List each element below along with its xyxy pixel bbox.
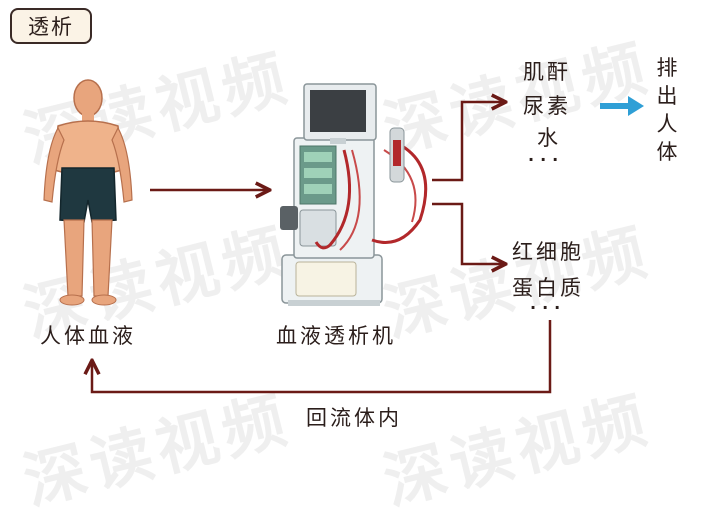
return-arrow — [92, 320, 552, 394]
excrete-label: 排出人体 — [656, 56, 678, 164]
human-label: 人体血液 — [40, 324, 136, 348]
topic-tag: 透析 — [10, 8, 92, 44]
keep-line-2: 蛋白质 — [512, 276, 584, 300]
excrete-arrow — [600, 96, 644, 116]
dialysis-machine — [280, 83, 428, 306]
keep-ellipsis: ··· — [530, 298, 567, 317]
waste-line-3: 水 — [537, 126, 561, 150]
arrow-to-waste — [432, 102, 504, 182]
diagram-art — [43, 79, 644, 394]
waste-ellipsis: ··· — [528, 150, 565, 169]
keep-line-1: 红细胞 — [512, 240, 584, 264]
waste-line-2: 尿素 — [523, 94, 571, 118]
return-label: 回流体内 — [306, 406, 402, 430]
machine-label: 血液透析机 — [276, 324, 396, 348]
human-figure — [43, 79, 133, 306]
arrow-to-keep — [432, 202, 504, 264]
dialysis-diagram: 深读视频 深读视频 深读视频 深读视频 深读视频 深读视频 — [10, 8, 678, 519]
waste-line-1: 肌酐 — [523, 60, 571, 84]
